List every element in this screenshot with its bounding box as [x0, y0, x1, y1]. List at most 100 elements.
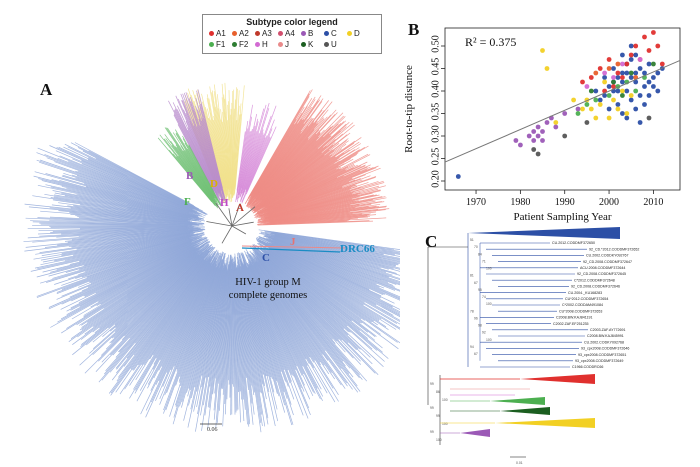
tree-branch — [175, 258, 223, 406]
tree-branch — [108, 250, 214, 394]
tree-branch — [164, 255, 221, 396]
tree-branch — [241, 128, 273, 203]
legend-item-a4: A4 — [278, 29, 301, 38]
tree-branch — [88, 150, 196, 208]
tree-branch — [238, 116, 253, 188]
data-point — [637, 66, 643, 71]
tree-branch — [155, 261, 216, 385]
tree-branch — [32, 224, 193, 227]
tree-branch — [40, 210, 195, 224]
data-point — [606, 106, 612, 112]
legend-item-f2: F2 — [232, 40, 255, 49]
tree-branch — [216, 94, 229, 189]
data-point — [540, 129, 545, 134]
tree-branch — [256, 257, 358, 387]
tree-branch — [239, 104, 267, 198]
tree-branch — [264, 230, 400, 253]
tree-branch — [52, 190, 192, 219]
tree-branch — [201, 262, 226, 388]
tree-branch — [159, 264, 217, 405]
tree-branch — [245, 135, 268, 191]
clade-h — [235, 102, 277, 204]
tree-branch — [241, 263, 280, 397]
data-point — [624, 61, 630, 67]
data-point — [642, 70, 647, 76]
legend-swatch — [324, 42, 329, 48]
clade-a — [244, 89, 390, 226]
tree-branch — [258, 256, 360, 376]
y-tick-label: 0.40 — [430, 80, 441, 98]
data-point — [642, 84, 647, 89]
data-point — [611, 84, 616, 89]
clade-label-c: C — [262, 252, 270, 264]
data-point — [580, 106, 585, 112]
series-0 — [455, 43, 665, 179]
series-3 — [513, 106, 581, 148]
tree-branch — [264, 253, 378, 351]
legend-item-f1: F1 — [209, 40, 232, 49]
tree-branch — [267, 242, 381, 299]
data-point — [615, 70, 621, 76]
tree-branch — [266, 245, 400, 322]
tree-branch — [247, 262, 311, 416]
x-tick-label: 2000 — [599, 197, 619, 208]
tree-branch — [265, 248, 375, 322]
tree-branch — [36, 152, 198, 214]
tree-branch — [30, 233, 199, 272]
tree-branch — [252, 251, 344, 362]
tree-branch — [132, 256, 211, 371]
tree-branch — [152, 256, 214, 356]
tree-branch — [242, 129, 264, 194]
tree-branch — [215, 261, 230, 428]
tree-branch — [269, 236, 400, 276]
tip-label: 92_CD.2008.CODDMF372646 — [571, 285, 620, 289]
panel-label-b: B — [408, 20, 420, 39]
tree-branch — [123, 254, 211, 367]
tree-branch — [254, 262, 339, 395]
tree-branch — [267, 240, 380, 288]
tree-branch — [240, 260, 273, 380]
legend-label: F1 — [216, 40, 226, 49]
tree-a-scale-label: 0.06 — [207, 427, 218, 433]
x-tick-label: 1980 — [510, 197, 530, 208]
tree-branch — [216, 266, 230, 423]
tree-branch — [246, 267, 291, 384]
tree-branch — [165, 261, 220, 411]
bootstrap-value: 100 — [486, 302, 492, 306]
r-squared-annotation: R² = 0.375 — [465, 35, 516, 49]
data-point — [615, 88, 621, 94]
tree-branch — [214, 270, 228, 394]
tree-branch — [207, 268, 228, 429]
tree-branch — [70, 243, 198, 309]
data-point — [624, 88, 630, 94]
legend-label: A4 — [285, 29, 295, 38]
tree-branch — [267, 251, 365, 321]
y-tick-label: 0.45 — [430, 58, 441, 76]
tree-branch — [237, 266, 262, 433]
data-point — [624, 115, 630, 121]
data-point — [535, 133, 541, 139]
tree-branch — [201, 263, 227, 431]
tree-branch — [28, 206, 205, 224]
data-point — [584, 120, 590, 125]
tree-branch — [105, 246, 211, 350]
tree-branch — [32, 221, 192, 226]
data-point — [593, 88, 599, 94]
data-point — [655, 43, 661, 49]
tree-branch — [222, 111, 230, 190]
tip-label: 93_cpx2008.CODDMF372651 — [578, 353, 626, 357]
collapsed-clade-d — [495, 418, 595, 428]
tree-branch — [195, 105, 222, 191]
tree-branch — [153, 256, 216, 365]
tree-branch — [78, 241, 192, 288]
tree-branch — [255, 259, 323, 355]
tree-branch — [95, 244, 195, 294]
tree-branch — [40, 233, 194, 266]
tree-branch — [48, 236, 193, 277]
data-point — [571, 97, 576, 103]
y-tick-label: 0.20 — [430, 170, 441, 188]
tip-label: 92_CD.2008.CODDMF372647 — [583, 260, 632, 264]
tree-branch — [249, 265, 298, 367]
tree-branch — [270, 235, 400, 270]
